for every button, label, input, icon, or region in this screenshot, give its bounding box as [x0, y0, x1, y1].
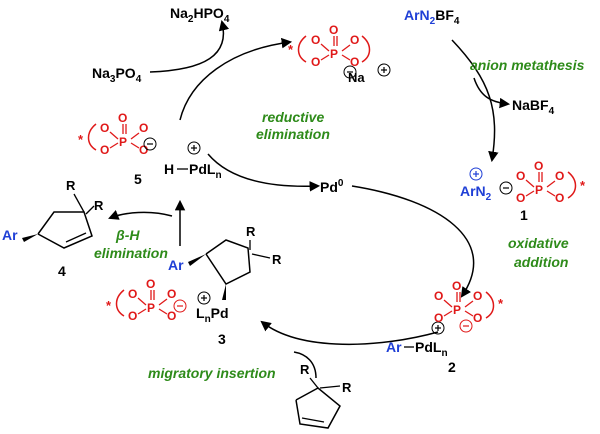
cycle-arrow-regenerate	[179, 37, 293, 121]
phosphate-compound-5: * O O P O O O	[78, 111, 157, 157]
svg-text:R: R	[66, 178, 76, 193]
cycle-arrow-migratory-insertion	[260, 320, 439, 345]
svg-text:*: *	[78, 132, 84, 147]
svg-text:Ar: Ar	[168, 257, 184, 273]
svg-text:Na3PO4: Na3PO4	[92, 65, 142, 85]
compound-5-number: 5	[134, 171, 142, 187]
compound-1: ArN2 O O P O O O *	[460, 159, 586, 205]
svg-text:P: P	[119, 135, 127, 149]
compound-4: R R Ar	[2, 178, 104, 249]
svg-text:R: R	[342, 380, 352, 395]
substrate-cyclopentene: R R	[295, 362, 352, 429]
svg-text:O: O	[555, 191, 564, 205]
arrow-beta-h-product	[108, 210, 173, 220]
svg-text:O: O	[311, 55, 320, 69]
svg-text:O: O	[516, 191, 525, 205]
migratory-insertion-label: migratory insertion	[148, 365, 276, 381]
svg-text:PdLn: PdLn	[189, 161, 222, 181]
compound-3: R R Ar LnPd	[168, 224, 282, 325]
arrow-na3po4-to-na2hpo4	[149, 19, 230, 73]
phosphate-near-3: * O O P O O O	[106, 277, 187, 323]
na3po4-label: Na3PO4	[92, 65, 142, 85]
svg-text:*: *	[498, 296, 504, 311]
svg-text:ArN2: ArN2	[460, 183, 492, 203]
na2hpo4-label: Na2HPO4	[170, 5, 230, 25]
svg-text:O: O	[146, 277, 155, 291]
svg-text:O: O	[128, 287, 137, 301]
svg-text:*: *	[580, 178, 586, 193]
svg-text:O: O	[534, 159, 543, 173]
cycle-arrow-oxidative-addition	[351, 185, 475, 298]
compound-4-number: 4	[58, 263, 66, 279]
nabf4-label: NaBF4	[512, 97, 555, 117]
svg-text:O: O	[139, 143, 148, 157]
svg-text:P: P	[535, 183, 543, 197]
svg-text:O: O	[350, 33, 359, 47]
pd0-label: Pd0	[320, 178, 344, 195]
svg-text:PdLn: PdLn	[415, 339, 448, 359]
svg-text:P: P	[453, 303, 461, 317]
svg-text:H: H	[164, 161, 174, 177]
svg-text:R: R	[272, 252, 282, 267]
svg-text:O: O	[118, 111, 127, 125]
svg-text:O: O	[100, 143, 109, 157]
svg-text:O: O	[329, 23, 338, 37]
svg-text:ArN2BF4: ArN2BF4	[404, 7, 460, 27]
oxidative-label-line1: oxidative	[508, 235, 569, 251]
arrow-to-nabf4	[473, 77, 511, 109]
oxidative-label-line2: addition	[514, 254, 568, 270]
svg-text:LnPd: LnPd	[196, 305, 229, 325]
reductive-label-line1: reductive	[262, 109, 324, 125]
anion-metathesis-label: anion metathesis	[470, 57, 585, 73]
svg-text:NaBF4: NaBF4	[512, 97, 555, 117]
svg-text:P: P	[330, 47, 338, 61]
svg-text:O: O	[128, 309, 137, 323]
beta-h-label-line1: β-H	[115, 227, 140, 243]
compound-1-number: 1	[520, 207, 528, 223]
svg-text:Pd0: Pd0	[320, 178, 344, 195]
reductive-label-line2: elimination	[256, 126, 330, 142]
compound-2: Ar PdLn O O P O O O *	[386, 279, 504, 359]
svg-text:P: P	[147, 301, 155, 315]
arn2bf4-label: ArN2BF4	[404, 7, 460, 27]
hpdln-label: H PdLn	[164, 141, 222, 181]
compound-2-number: 2	[448, 359, 456, 375]
cycle-arrow-metathesis	[451, 39, 499, 163]
phosphate-na-salt: * O O P O O O Na	[288, 23, 391, 85]
arrow-cyclopentene-in	[293, 351, 317, 379]
svg-text:O: O	[350, 55, 359, 69]
cycle-arrow-reductive-elimination	[207, 153, 321, 192]
svg-text:*: *	[106, 298, 112, 313]
svg-text:Na: Na	[348, 70, 365, 85]
svg-text:O: O	[167, 309, 176, 323]
svg-text:O: O	[473, 289, 482, 303]
svg-text:Ar: Ar	[386, 339, 402, 355]
svg-text:O: O	[452, 279, 461, 293]
svg-text:R: R	[94, 198, 104, 213]
svg-text:O: O	[555, 169, 564, 183]
svg-text:O: O	[473, 311, 482, 325]
svg-text:O: O	[139, 121, 148, 135]
svg-text:O: O	[311, 33, 320, 47]
compound-3-number: 3	[218, 331, 226, 347]
svg-text:O: O	[516, 169, 525, 183]
svg-text:R: R	[246, 224, 256, 239]
svg-text:O: O	[100, 121, 109, 135]
svg-text:O: O	[167, 287, 176, 301]
svg-text:*: *	[288, 42, 294, 57]
svg-text:Na2HPO4: Na2HPO4	[170, 5, 230, 25]
svg-text:O: O	[434, 289, 443, 303]
svg-text:R: R	[300, 362, 310, 377]
svg-text:O: O	[434, 311, 443, 325]
svg-text:Ar: Ar	[2, 227, 18, 243]
beta-h-label-line2: elimination	[94, 245, 168, 261]
